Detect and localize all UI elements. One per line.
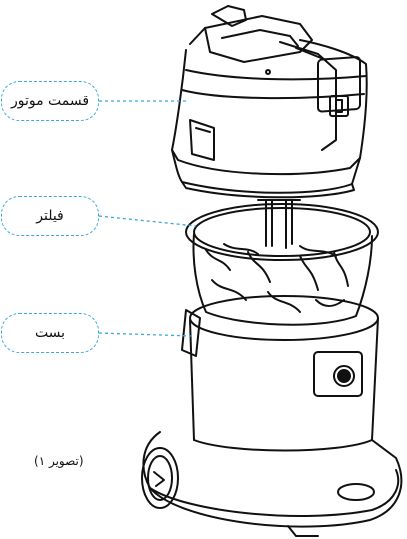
filter-assembly: [186, 200, 378, 325]
motor-head: [172, 6, 367, 197]
callout-motor: قسمت موتور: [1, 81, 99, 121]
callout-filter: فیلتر: [1, 196, 99, 236]
callout-body: بست: [1, 313, 99, 353]
tank-body: [142, 296, 401, 536]
leader-lines: [99, 101, 196, 336]
leader-filter: [99, 216, 196, 226]
leader-body: [99, 333, 192, 336]
figure-caption: (تصویر ۱): [34, 454, 84, 468]
